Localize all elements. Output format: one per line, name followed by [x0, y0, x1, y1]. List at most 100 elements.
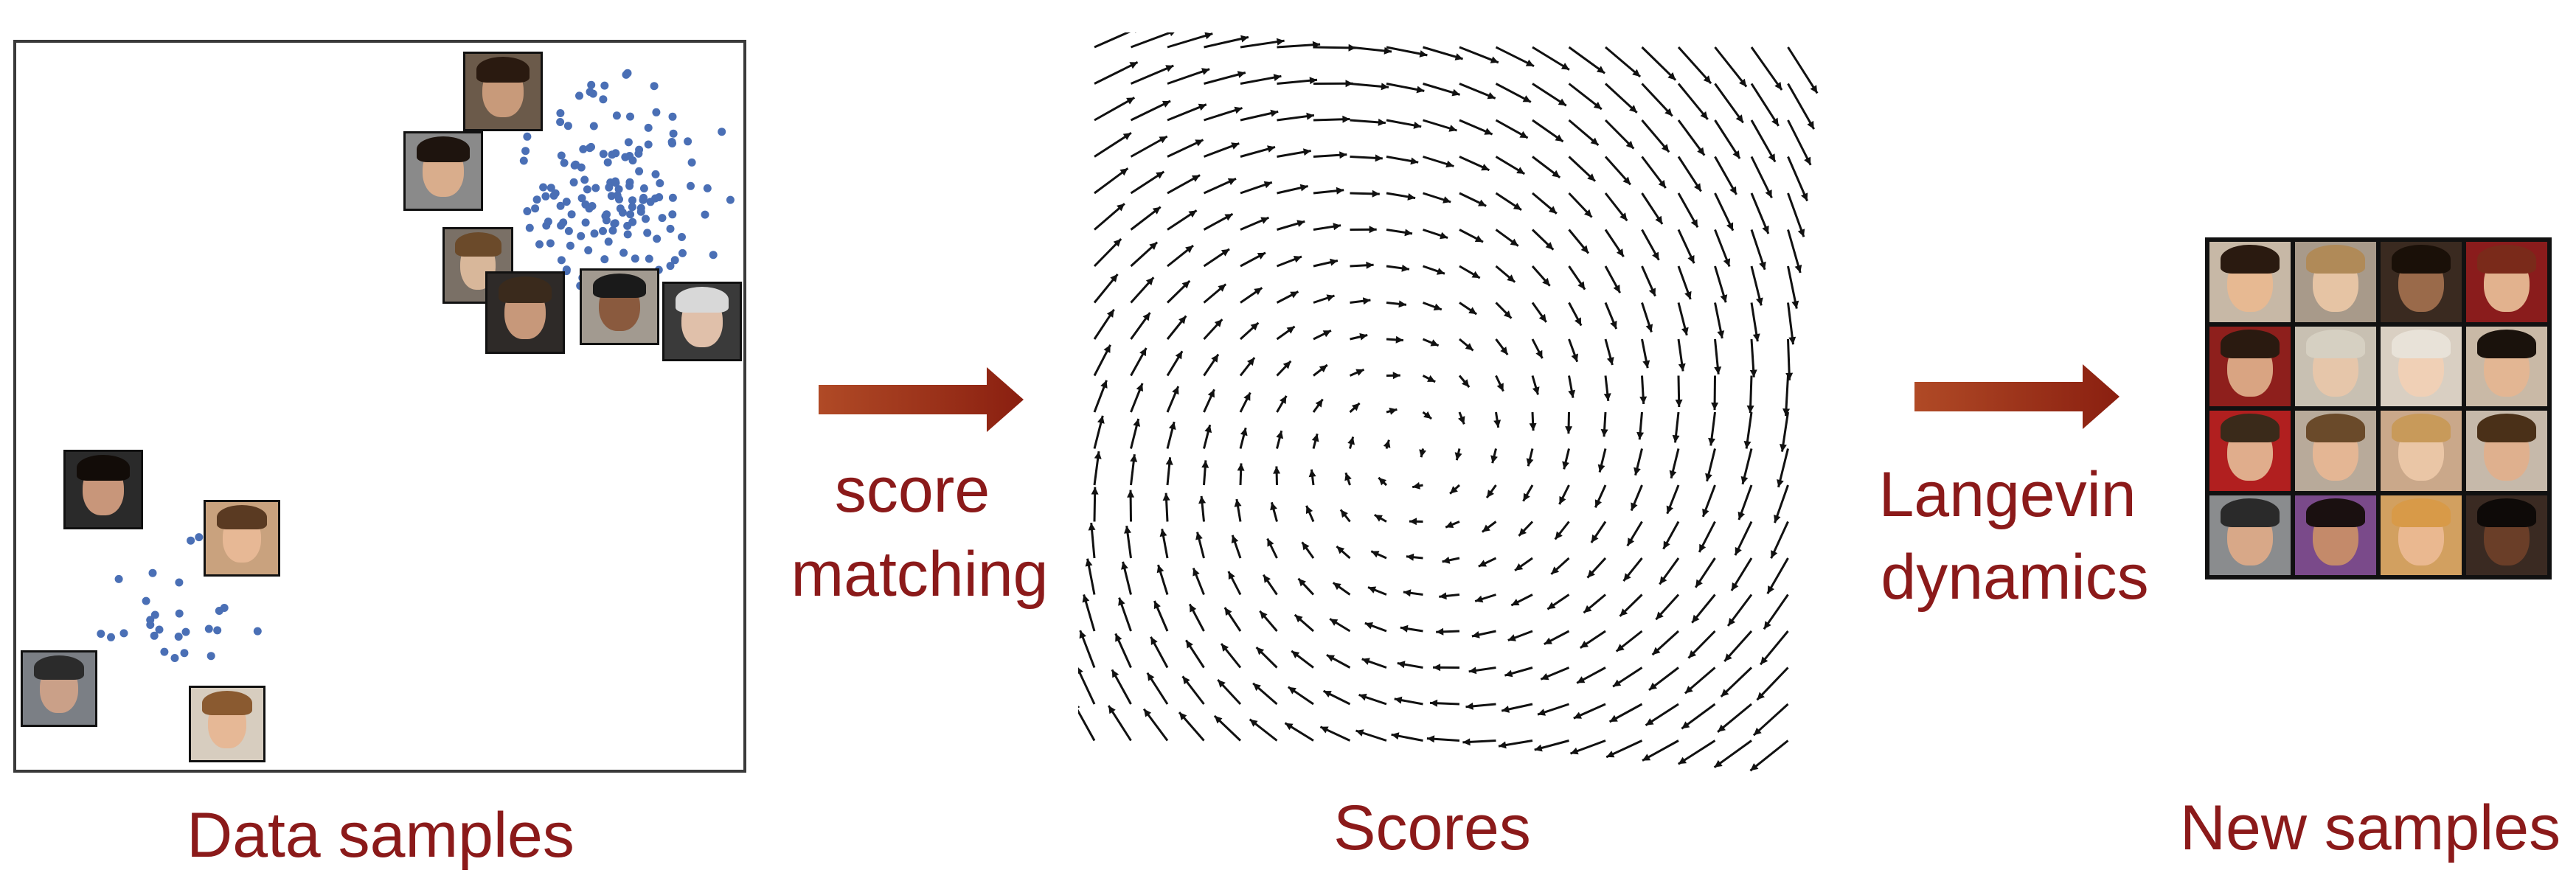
score-vector-head [1714, 366, 1722, 375]
data-point [666, 262, 675, 271]
score-vector-head [1371, 551, 1380, 558]
score-vector-head [1195, 139, 1204, 147]
score-vector-head [1616, 248, 1624, 257]
score-vector-head [1756, 297, 1763, 306]
score-vector-head [1257, 252, 1266, 260]
score-vector [1714, 83, 1744, 124]
data-point [653, 234, 662, 243]
score-vector-head [1570, 747, 1579, 755]
score-vector-head [1609, 714, 1618, 722]
score-vector-head [1774, 515, 1781, 523]
score-vector-head [1333, 223, 1341, 231]
score-vector-head [1462, 379, 1470, 388]
score-vector-head [1426, 735, 1435, 743]
score-vector-head [1326, 294, 1335, 302]
score-vector-head [1484, 128, 1493, 135]
score-vector-head [1771, 550, 1778, 559]
score-vector-head [1649, 682, 1657, 690]
score-vector-head [1478, 560, 1487, 567]
score-vector-head [1133, 419, 1141, 427]
score-vector-head [1801, 192, 1808, 201]
score-vector-head [1535, 349, 1543, 359]
data-point [557, 256, 566, 265]
data-point [667, 138, 676, 146]
face-thumbnail [580, 268, 659, 345]
score-vector-head [1658, 180, 1666, 188]
data-point [624, 138, 633, 147]
data-point [590, 229, 599, 238]
score-vector-head [1311, 434, 1319, 442]
score-vector-head [1188, 210, 1197, 218]
data-point [678, 233, 686, 241]
score-vector-head [1510, 238, 1518, 246]
score-vector-head [1593, 102, 1602, 110]
data-point [613, 191, 622, 200]
data-point [589, 122, 598, 130]
data-point [253, 627, 262, 636]
score-vector-head [1662, 144, 1670, 153]
data-point [635, 167, 644, 175]
score-vector-head [1124, 526, 1131, 534]
score-vector-head [1571, 353, 1578, 362]
score-vector-head [1499, 741, 1507, 749]
score-vector [1094, 97, 1136, 122]
score-vector [1787, 46, 1819, 94]
score-vector-head [1406, 553, 1414, 561]
data-point [523, 132, 532, 141]
score-vector-head [1697, 147, 1705, 156]
data-point [584, 246, 593, 254]
score-vector [1204, 35, 1249, 49]
score-vector [1641, 46, 1677, 81]
generated-face [2209, 326, 2291, 406]
score-vector-head [1723, 258, 1731, 267]
score-vector-head [1560, 63, 1569, 70]
score-vector-head [1791, 300, 1799, 309]
data-point [668, 210, 677, 219]
data-point [97, 630, 105, 638]
score-vector-head [1439, 592, 1447, 600]
data-point [599, 95, 608, 104]
score-vector-head [1538, 313, 1546, 322]
score-vector-head [1436, 627, 1444, 636]
score-vector-head [1139, 348, 1147, 357]
score-vector-head [1684, 686, 1693, 694]
score-vector-head [1214, 319, 1223, 327]
data-point [619, 248, 628, 257]
data-point [634, 149, 643, 158]
score-vector-head [1750, 763, 1759, 771]
score-vector-head [1575, 317, 1582, 326]
score-vector-head [1717, 330, 1725, 338]
score-vector-head [1326, 655, 1335, 662]
score-vector [1750, 46, 1783, 91]
score-vector-head [1178, 316, 1187, 324]
score-vector-head [1587, 173, 1595, 181]
langevin-label-line2: dynamics [1881, 542, 2149, 613]
data-point [670, 256, 679, 265]
score-vector-head [1285, 723, 1294, 731]
data-point [666, 224, 675, 233]
score-vector-head [1729, 186, 1737, 195]
score-vector-head [1525, 59, 1534, 66]
score-vector-head [1273, 74, 1282, 82]
data-point [646, 198, 655, 206]
score-vector-head [1763, 621, 1771, 630]
data-samples-label: Data samples [187, 800, 574, 871]
data-point [651, 170, 660, 178]
score-vector-head [1152, 206, 1161, 215]
score-vector-head [1597, 464, 1605, 473]
score-vector-head [1156, 171, 1164, 179]
score-vector-head [1606, 357, 1614, 365]
score-vector [1787, 229, 1802, 274]
score-vector-head [1454, 452, 1462, 461]
score-vector-head [1347, 436, 1355, 445]
score-vector-head [1597, 66, 1605, 74]
score-vector-head [1249, 719, 1258, 727]
score-vector-head [1309, 77, 1317, 85]
score-vector-head [1504, 669, 1513, 678]
score-vector-head [1652, 251, 1659, 260]
data-point [148, 568, 157, 577]
data-point [551, 189, 560, 198]
score-vector-head [1253, 683, 1261, 692]
score-vector-head [1182, 676, 1190, 685]
data-point [187, 536, 195, 545]
